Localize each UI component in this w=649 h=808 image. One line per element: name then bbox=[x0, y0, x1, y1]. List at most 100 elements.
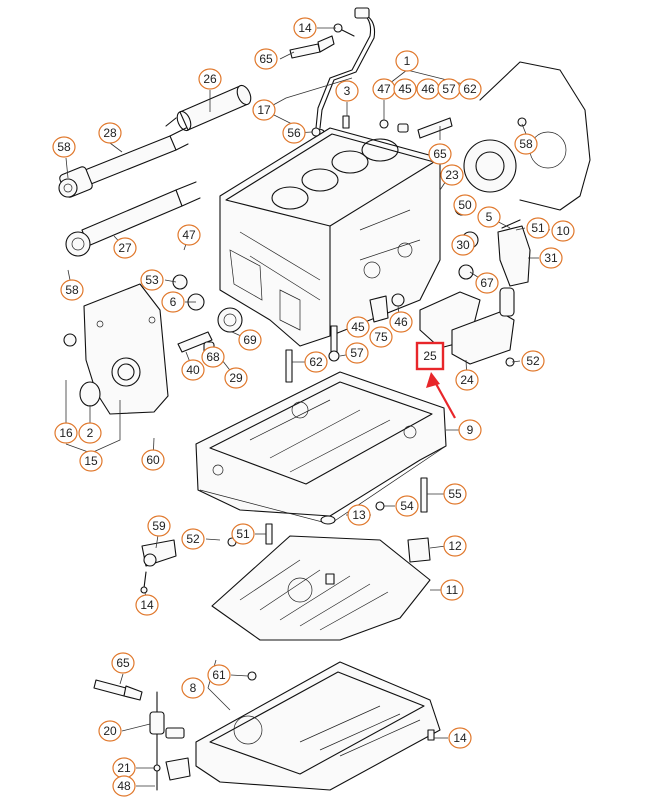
sealant-tube-bottom bbox=[93, 679, 143, 701]
callout-circle bbox=[453, 194, 477, 216]
callout-circle bbox=[224, 367, 248, 389]
callout-number: 14 bbox=[298, 21, 312, 35]
callout-number: 56 bbox=[287, 126, 301, 140]
callout-number: 75 bbox=[374, 330, 388, 344]
callout-circle bbox=[304, 351, 328, 373]
callout-number: 26 bbox=[203, 72, 217, 86]
callout-number: 58 bbox=[57, 140, 71, 154]
callout-circle bbox=[181, 359, 205, 381]
callout-number: 25 bbox=[423, 349, 437, 363]
callout-50: 50 bbox=[453, 194, 477, 216]
callout-circle bbox=[440, 579, 464, 601]
callout-circle bbox=[335, 80, 359, 102]
callout-56: 56 bbox=[282, 122, 306, 144]
callout-circle bbox=[282, 122, 306, 144]
callout-circle bbox=[141, 449, 165, 471]
callout-circle bbox=[181, 677, 205, 699]
callout-circle bbox=[113, 237, 137, 259]
callout-number: 57 bbox=[350, 346, 364, 360]
callout-6: 6 bbox=[161, 291, 185, 313]
callout-number: 54 bbox=[400, 499, 414, 513]
sealant-tube-top bbox=[289, 35, 335, 59]
callout-number: 14 bbox=[140, 598, 154, 612]
callout-number: 12 bbox=[448, 539, 462, 553]
callout-31: 31 bbox=[539, 247, 563, 269]
callout-55: 55 bbox=[443, 483, 467, 505]
callout-68: 68 bbox=[201, 346, 225, 368]
callout-circle bbox=[79, 450, 103, 472]
callout-57: 57 bbox=[437, 78, 461, 100]
callout-circle bbox=[254, 48, 278, 70]
callout-45: 45 bbox=[393, 78, 417, 100]
callout-number: 29 bbox=[229, 371, 243, 385]
callout-circle bbox=[111, 652, 135, 674]
callout-number: 23 bbox=[445, 168, 459, 182]
callout-circle bbox=[98, 720, 122, 742]
callout-circle bbox=[428, 143, 452, 165]
callout-circle bbox=[539, 247, 563, 269]
callout-number: 15 bbox=[84, 454, 98, 468]
callout-circle bbox=[181, 528, 205, 550]
callout-circle bbox=[393, 78, 417, 100]
callout-3: 3 bbox=[335, 80, 359, 102]
callout-circle bbox=[293, 17, 317, 39]
callout-5: 5 bbox=[477, 206, 501, 228]
callout-28: 28 bbox=[98, 122, 122, 144]
callout-45: 45 bbox=[346, 316, 370, 338]
callout-9: 9 bbox=[458, 419, 482, 441]
callout-number: 53 bbox=[145, 273, 159, 287]
callout-number: 57 bbox=[442, 82, 456, 96]
callout-number: 51 bbox=[531, 221, 545, 235]
callout-14: 14 bbox=[135, 594, 159, 616]
callout-circle bbox=[455, 369, 479, 391]
callout-number: 16 bbox=[59, 426, 73, 440]
highlight-box bbox=[415, 341, 445, 371]
callout-circle bbox=[443, 535, 467, 557]
callout-number: 62 bbox=[309, 355, 323, 369]
callout-65: 65 bbox=[111, 652, 135, 674]
callout-65: 65 bbox=[254, 48, 278, 70]
callout-number: 2 bbox=[87, 426, 94, 440]
callout-circle bbox=[440, 164, 464, 186]
callout-57: 57 bbox=[345, 342, 369, 364]
callout-number: 51 bbox=[236, 527, 250, 541]
callout-number: 58 bbox=[65, 283, 79, 297]
callout-circle bbox=[177, 224, 201, 246]
callout-circle bbox=[140, 269, 164, 291]
callout-number: 50 bbox=[458, 198, 472, 212]
callout-48: 48 bbox=[112, 775, 136, 797]
highlight-arrow bbox=[426, 372, 456, 419]
callout-59: 59 bbox=[147, 515, 171, 537]
callout-circle bbox=[521, 350, 545, 372]
callout-12: 12 bbox=[443, 535, 467, 557]
screw-14-top bbox=[333, 23, 355, 37]
callout-61: 61 bbox=[207, 664, 231, 686]
callout-15: 15 bbox=[79, 450, 103, 472]
callout-26: 26 bbox=[198, 68, 222, 90]
callout-number: 6 bbox=[170, 295, 177, 309]
callout-circle bbox=[346, 316, 370, 338]
callout-13: 13 bbox=[347, 504, 371, 526]
callout-circle bbox=[389, 311, 413, 333]
callout-circle bbox=[147, 515, 171, 537]
callout-circle bbox=[477, 206, 501, 228]
callout-62: 62 bbox=[458, 78, 482, 100]
callout-circle bbox=[198, 68, 222, 90]
oil-baffle bbox=[211, 535, 431, 641]
callout-number: 5 bbox=[486, 210, 493, 224]
callout-number: 48 bbox=[117, 779, 131, 793]
callout-47: 47 bbox=[177, 224, 201, 246]
callout-number: 65 bbox=[433, 147, 447, 161]
callout-circle bbox=[551, 220, 575, 242]
callout-52: 52 bbox=[521, 350, 545, 372]
callout-27: 27 bbox=[113, 237, 137, 259]
callout-29: 29 bbox=[224, 367, 248, 389]
callout-number: 67 bbox=[480, 276, 494, 290]
callout-24: 24 bbox=[455, 369, 479, 391]
callout-number: 62 bbox=[463, 82, 477, 96]
callout-number: 69 bbox=[243, 333, 257, 347]
callout-number: 47 bbox=[377, 82, 391, 96]
callout-circle bbox=[475, 272, 499, 294]
